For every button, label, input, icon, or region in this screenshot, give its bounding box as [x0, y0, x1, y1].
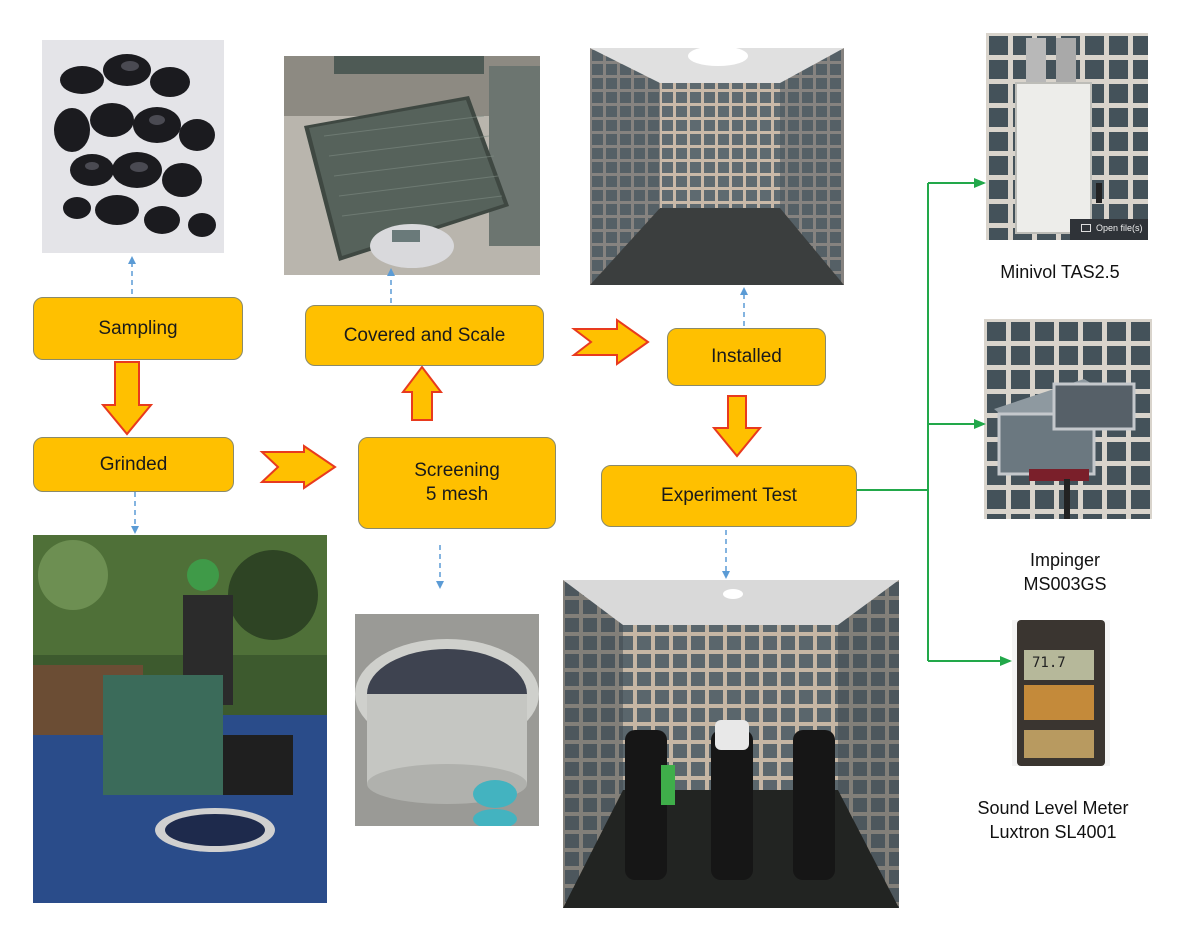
label-impinger: Impinger MS003GS [960, 548, 1170, 597]
empty-room-photo [590, 48, 844, 285]
meter-display-value: 71.7 [1032, 655, 1066, 671]
label-slm-line2: Luxtron SL4001 [989, 822, 1117, 843]
step-grinded: Grinded [33, 437, 234, 492]
step-installed: Installed [667, 328, 826, 386]
step-screening-line2: 5 mesh [425, 484, 489, 505]
step-screening: Screening 5 mesh [358, 437, 556, 529]
block-arrow-covered-to-installed [571, 318, 650, 366]
label-impinger-line1: Impinger [1029, 550, 1101, 570]
step-grinded-label: Grinded [99, 453, 168, 475]
step-installed-label: Installed [711, 346, 782, 368]
covered-scale-photo [284, 56, 540, 275]
step-sampling-label: Sampling [98, 317, 178, 339]
label-sound-level-meter: Sound Level Meter Luxtron SL4001 [928, 796, 1178, 845]
step-screening-line1: Screening [414, 460, 500, 482]
folder-icon [1081, 224, 1091, 232]
block-arrow-grinded-to-screening [259, 444, 337, 490]
step-experiment-label: Experiment Test [661, 485, 797, 507]
charcoal-sample-photo [42, 40, 224, 253]
step-experiment-test: Experiment Test [601, 465, 857, 527]
block-arrow-installed-to-experiment [711, 395, 763, 458]
step-covered-label: Covered and Scale [343, 324, 506, 346]
open-file-caption[interactable]: Open file(s) [1096, 223, 1143, 233]
label-impinger-line2: MS003GS [1023, 574, 1107, 595]
block-arrow-screening-to-covered [400, 365, 444, 421]
step-covered-and-scale: Covered and Scale [305, 305, 544, 366]
sound-level-meter-photo [1012, 620, 1110, 766]
step-sampling: Sampling [33, 297, 243, 360]
label-minivol: Minivol TAS2.5 [950, 260, 1170, 284]
label-slm-line1: Sound Level Meter [977, 798, 1129, 818]
grinding-photo [33, 535, 327, 903]
minivol-photo [986, 33, 1148, 240]
label-minivol-text: Minivol TAS2.5 [1000, 262, 1120, 282]
impinger-photo [984, 319, 1152, 519]
experiment-room-photo [563, 580, 899, 908]
block-arrow-sampling-to-grinded [100, 361, 154, 436]
screened-pot-photo [355, 614, 539, 826]
